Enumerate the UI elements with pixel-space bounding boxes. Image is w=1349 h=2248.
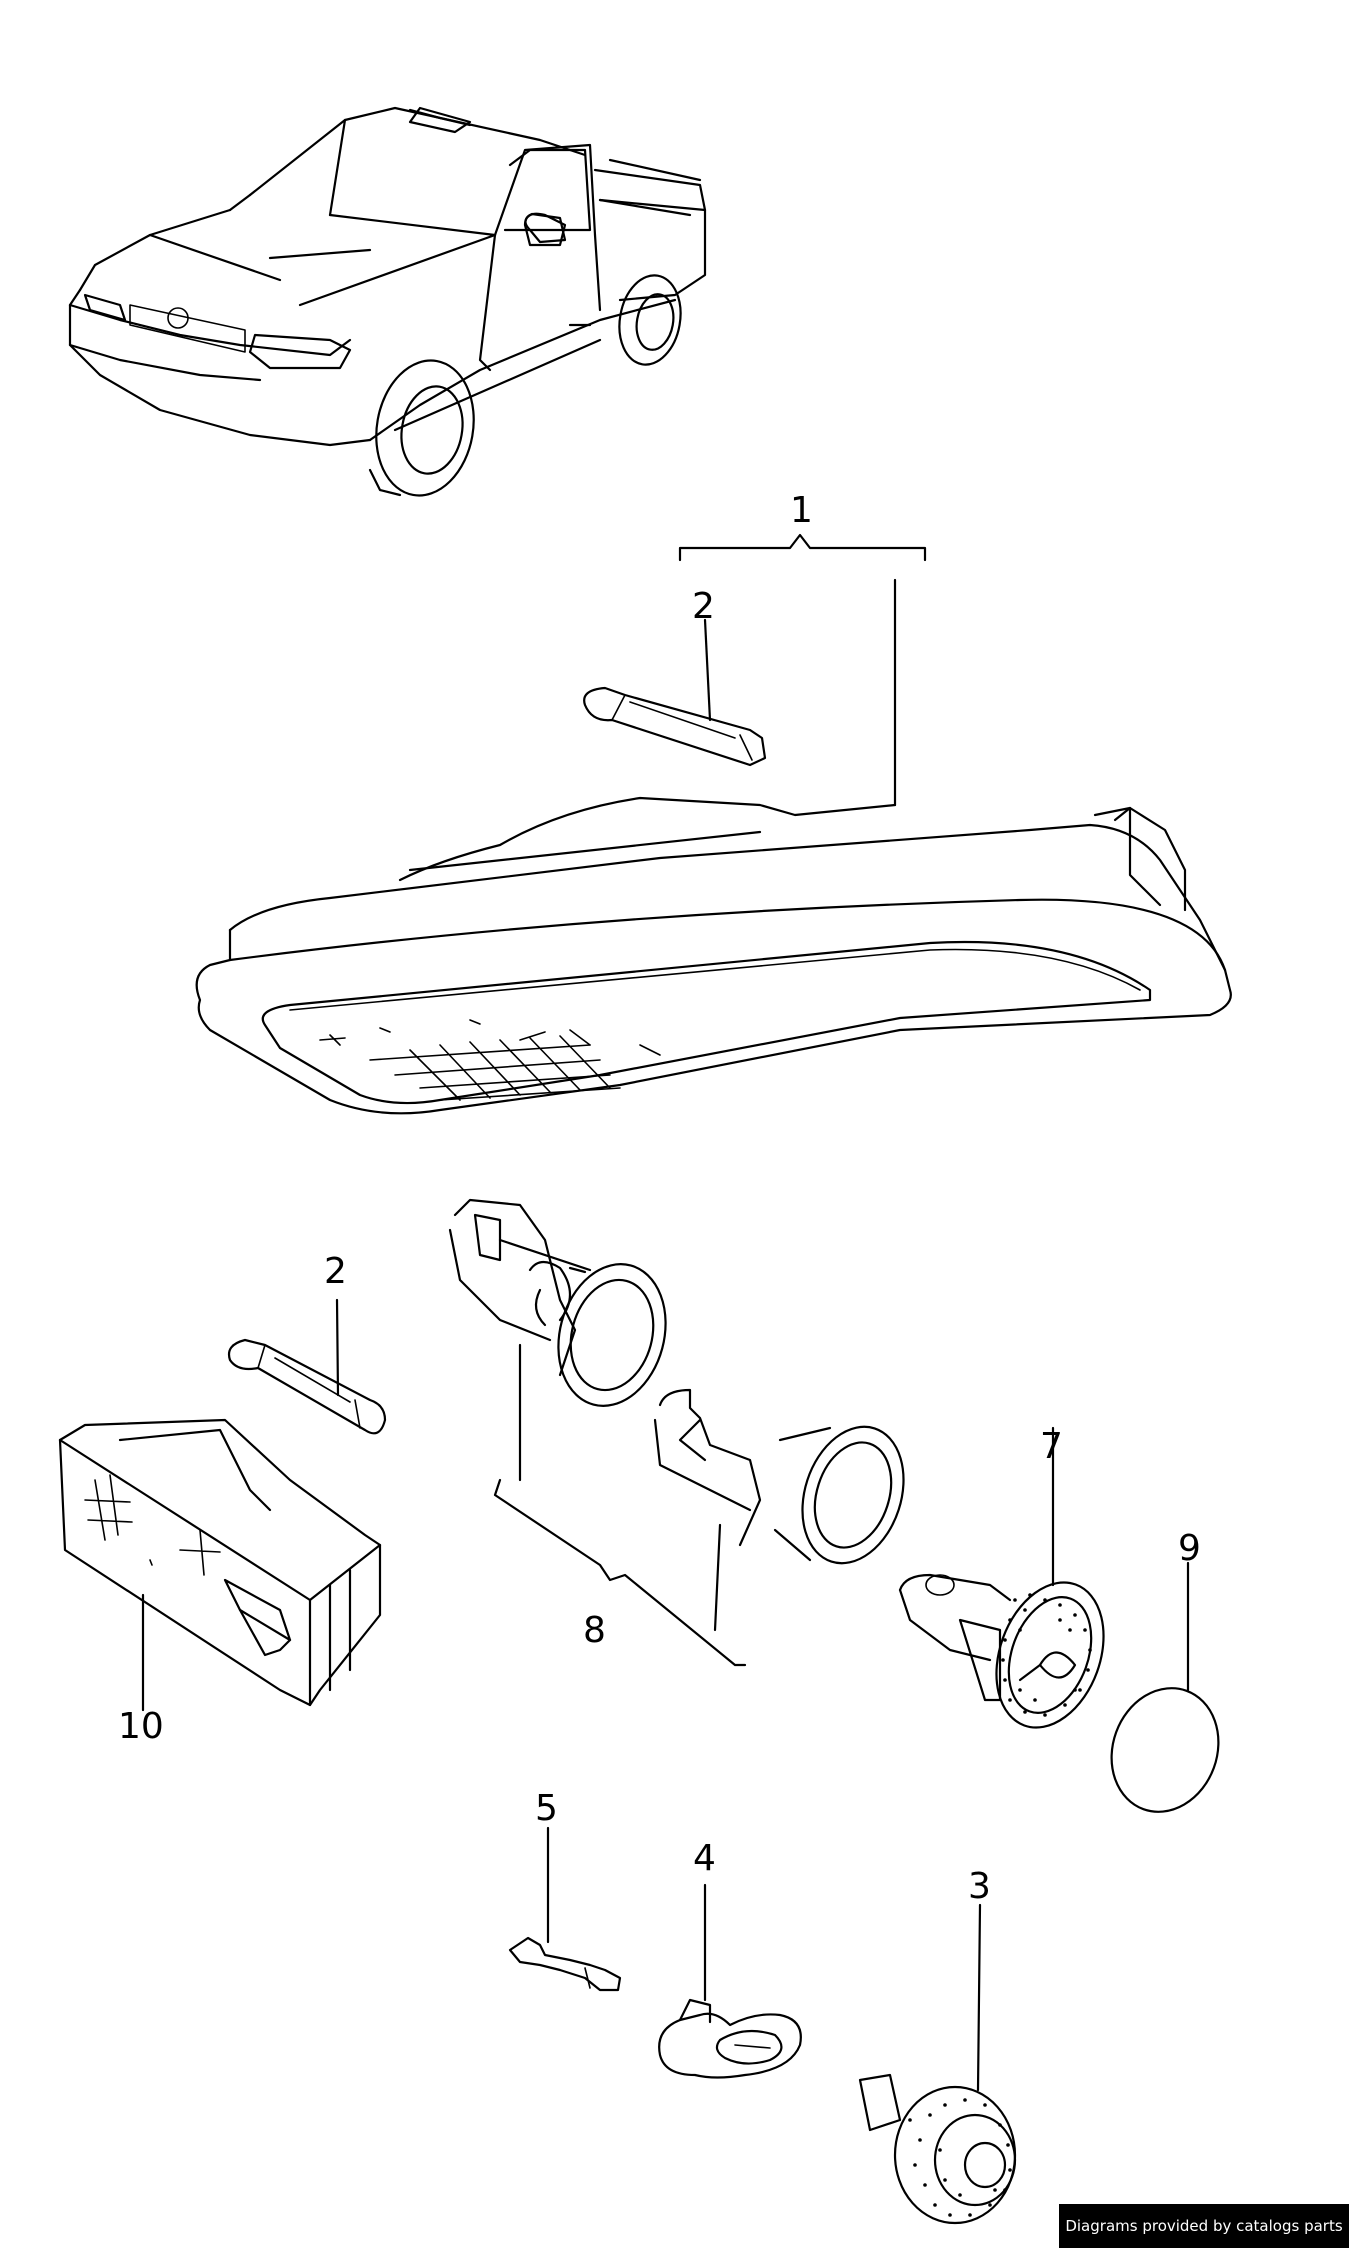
- callout-1: 1: [790, 490, 813, 531]
- callout-2-upper: 2: [692, 586, 715, 627]
- vehicle-illustration: [70, 108, 705, 503]
- bulb-holder: [659, 1885, 801, 2078]
- festoon-bulb-upper: [584, 620, 765, 765]
- terminal-clip: [510, 1828, 620, 1990]
- festoon-bulb-lower: [229, 1300, 385, 1433]
- callout-8: 8: [583, 1610, 606, 1651]
- callout-2-lower: 2: [324, 1251, 347, 1292]
- grommet: [860, 1905, 1015, 2223]
- interior-lamp-housing: [197, 535, 1231, 1113]
- credit-badge: Diagrams provided by catalogs parts: [1059, 2204, 1349, 2248]
- switch-panel: [60, 1420, 380, 1710]
- callout-5: 5: [535, 1788, 558, 1829]
- cap: [1095, 1563, 1236, 1827]
- socket-assembly: [450, 1200, 920, 1665]
- callout-7: 7: [1040, 1426, 1063, 1467]
- callout-4: 4: [693, 1838, 716, 1879]
- callout-10: 10: [118, 1706, 164, 1747]
- callout-3: 3: [968, 1866, 991, 1907]
- cigarette-lighter: [900, 1428, 1123, 1743]
- callout-9: 9: [1178, 1528, 1201, 1569]
